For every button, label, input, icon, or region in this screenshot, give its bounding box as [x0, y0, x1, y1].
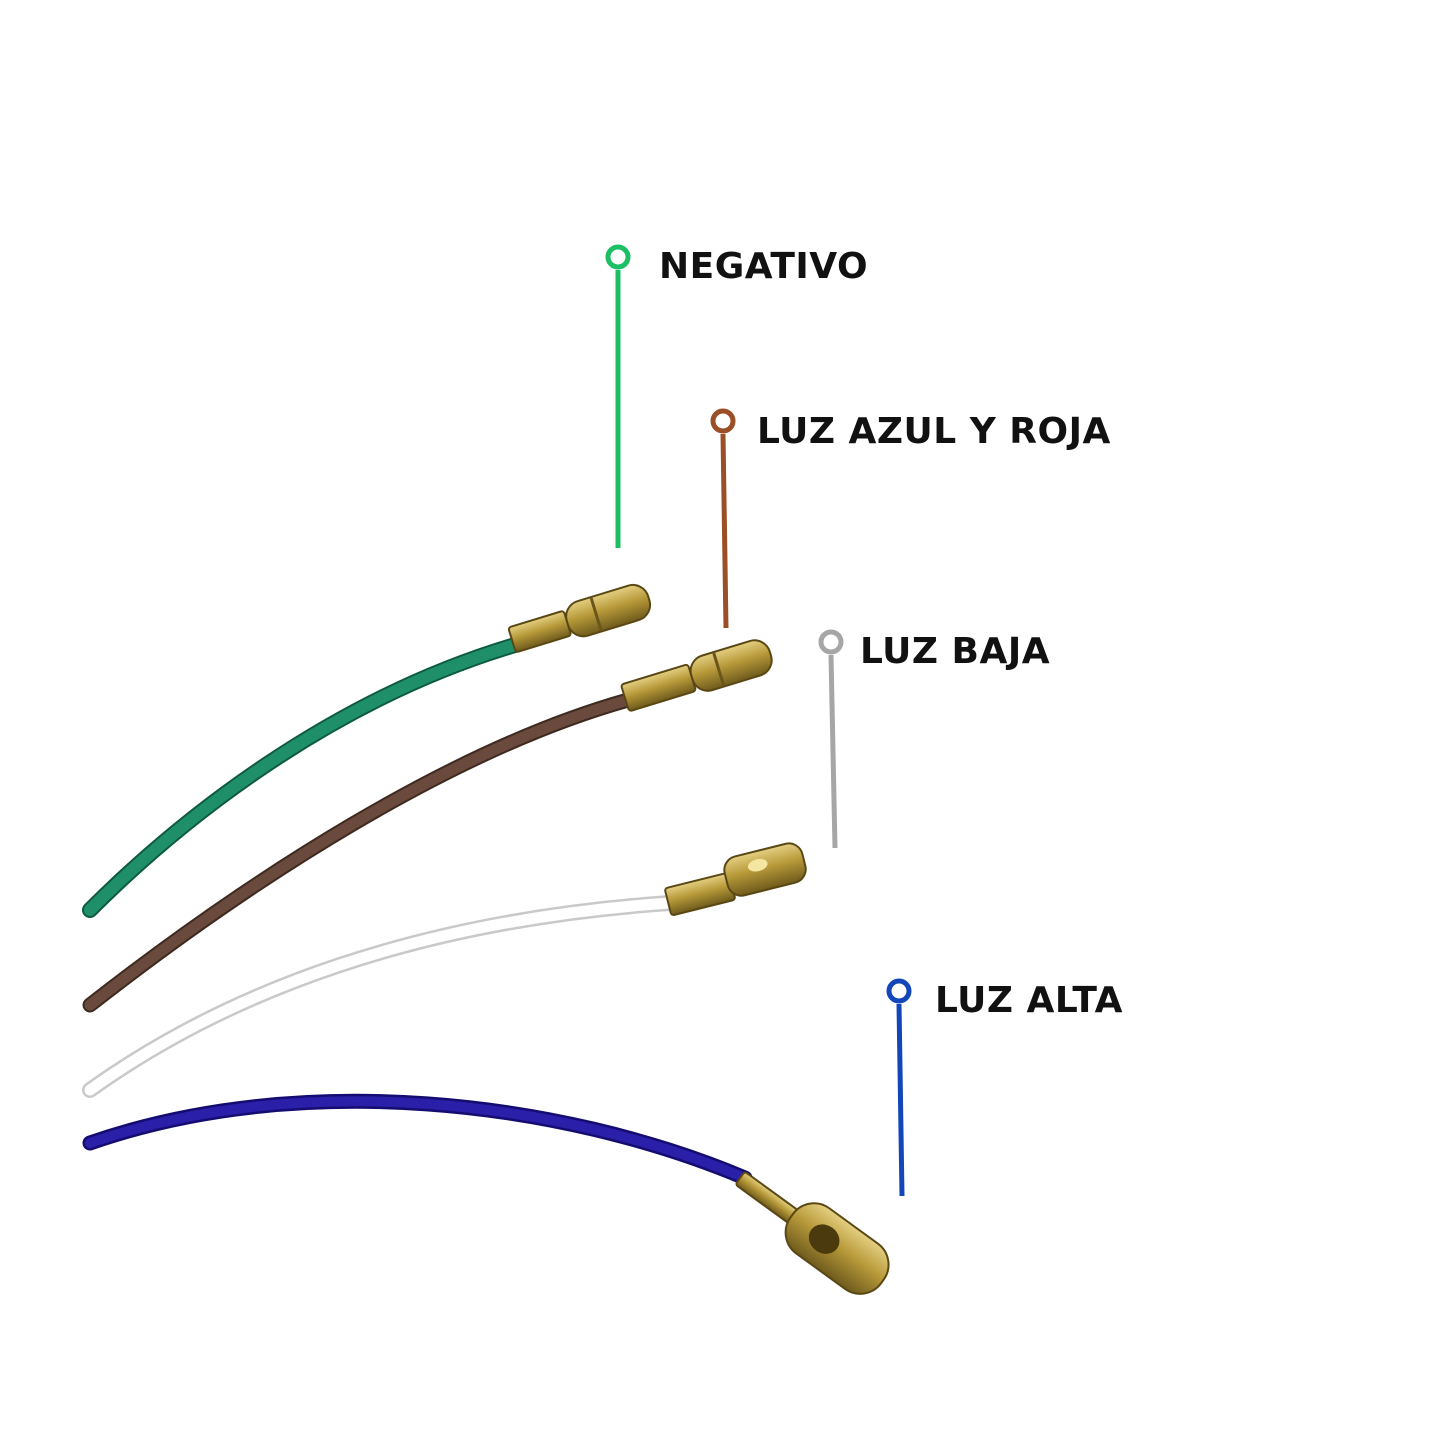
connector-blue [735, 1171, 890, 1295]
label-luz-baja: LUZ BAJA [860, 631, 1051, 672]
callout-azul-roja-marker [710, 408, 736, 629]
wire-brown [82, 692, 636, 1013]
wire-blue [82, 1093, 753, 1186]
connector-green [507, 583, 652, 653]
wire-green [82, 637, 523, 918]
label-luz-alta: LUZ ALTA [935, 980, 1123, 1021]
callout-baja-marker [818, 629, 844, 849]
wire-white [82, 895, 678, 1098]
callout-alta-marker [886, 978, 912, 1197]
label-negativo: NEGATIVO [659, 246, 869, 287]
connector-white [664, 842, 807, 916]
label-luz-azul-y-roja: LUZ AZUL Y ROJA [757, 411, 1111, 452]
connector-brown [620, 639, 773, 712]
callout-negativo-marker [605, 244, 631, 548]
